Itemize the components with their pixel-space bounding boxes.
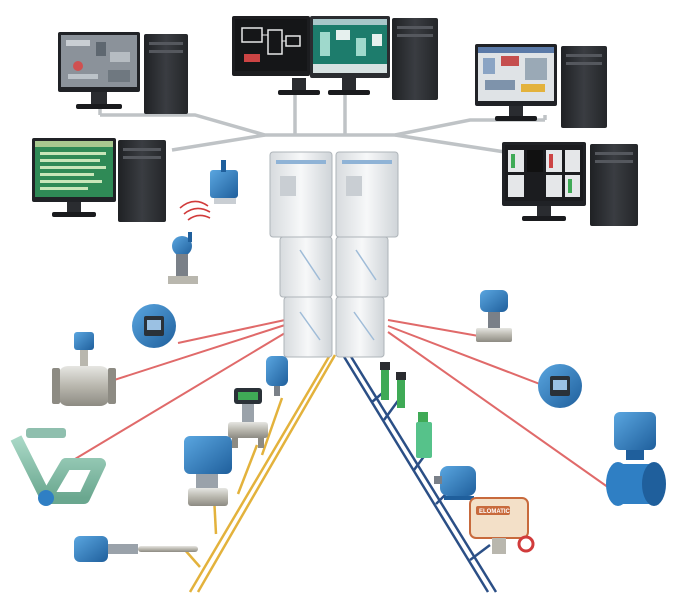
- monitor-stand: [509, 106, 523, 118]
- monitor-stand: [67, 202, 81, 214]
- pc-tower: [118, 140, 166, 222]
- magnetic-flowmeter-icon: [606, 412, 666, 506]
- pc-tower: [590, 144, 638, 226]
- monitor-base: [522, 216, 566, 221]
- fieldbus-spur-level: [260, 397, 284, 456]
- workstation-hmi-2-3[interactable]: [232, 16, 438, 100]
- workstation-hmi-6[interactable]: [502, 142, 638, 226]
- temperature-probe-icon: [74, 536, 198, 562]
- wireless-pressure-transmitter-icon: [168, 232, 198, 284]
- valve-actuator-icon: ELOMATIC: [469, 497, 535, 554]
- ethernet-trunk-right: [300, 118, 545, 137]
- controller-cabinet[interactable]: [269, 151, 399, 358]
- monitor-base: [52, 212, 96, 217]
- monitor-base: [495, 116, 537, 121]
- fieldbus-spur-dp: [236, 444, 259, 495]
- vortex-flowmeter-icon: [52, 332, 116, 406]
- pc-tower: [561, 46, 607, 128]
- coriolis-flowmeter-icon: [10, 428, 106, 506]
- temperature-transmitter-icon: [132, 304, 176, 348]
- monitor-base-2: [328, 90, 370, 95]
- wireless-gateway-icon: [210, 160, 238, 204]
- wireless-signal-icon: [179, 200, 211, 221]
- hart-wire-magflow: [387, 331, 613, 491]
- actuator-nameplate: ELOMATIC: [479, 509, 511, 515]
- discrete-main-b: [348, 354, 498, 593]
- workstation-hmi-1[interactable]: [58, 32, 188, 114]
- discrete-spur-valve: [469, 544, 491, 561]
- monitor-stand: [91, 92, 107, 106]
- hart-wire-coriolis: [69, 332, 286, 463]
- hart-wire-display-right: [387, 325, 546, 387]
- hart-wire-press-right: [387, 319, 491, 339]
- hart-wiring: [69, 319, 613, 491]
- proximity-sensor-icon: [380, 362, 406, 408]
- display-transmitter-right-icon: [538, 364, 582, 408]
- monitor-stand: [537, 206, 551, 218]
- fieldbus-main-b: [196, 354, 337, 593]
- monitor-stand-2: [342, 78, 356, 92]
- pressure-transmitter-right-icon: [476, 290, 512, 342]
- controller-module-right-bottom: [335, 296, 385, 358]
- controller-module-left-bottom: [283, 296, 333, 358]
- controller-module-right-top: [335, 151, 399, 238]
- controller-module-left-mid: [279, 236, 333, 298]
- fieldbus-spur-probe: [184, 549, 201, 568]
- controller-module-left-top: [269, 151, 333, 238]
- monitor-base: [76, 104, 122, 109]
- fieldbus-trunk: [184, 354, 337, 593]
- level-transmitter-icon: [266, 356, 288, 396]
- hart-wire-vortex: [107, 324, 286, 383]
- ethernet-branch-hmi5: [171, 133, 266, 152]
- limit-switch-icon: [416, 412, 432, 458]
- discrete-main-a: [341, 354, 490, 593]
- motor-icon: [434, 466, 476, 500]
- controller-module-right-mid: [335, 236, 389, 298]
- pc-tower: [392, 18, 438, 100]
- ethernet-trunk-left: [100, 113, 300, 137]
- pc-tower: [144, 34, 188, 114]
- monitor-screen-dark: [235, 19, 307, 71]
- differential-pressure-transmitter-icon: [228, 388, 268, 448]
- workstation-hmi-5[interactable]: [32, 138, 166, 222]
- monitor-base: [278, 90, 320, 95]
- monitor-stand: [292, 78, 306, 92]
- fieldbus-main-a: [188, 354, 332, 593]
- hart-wire-temp-left: [177, 319, 286, 344]
- pressure-transmitter-icon: [184, 436, 232, 506]
- workstation-hmi-4[interactable]: [475, 44, 607, 128]
- ethernet-branch-hmi6: [394, 133, 506, 154]
